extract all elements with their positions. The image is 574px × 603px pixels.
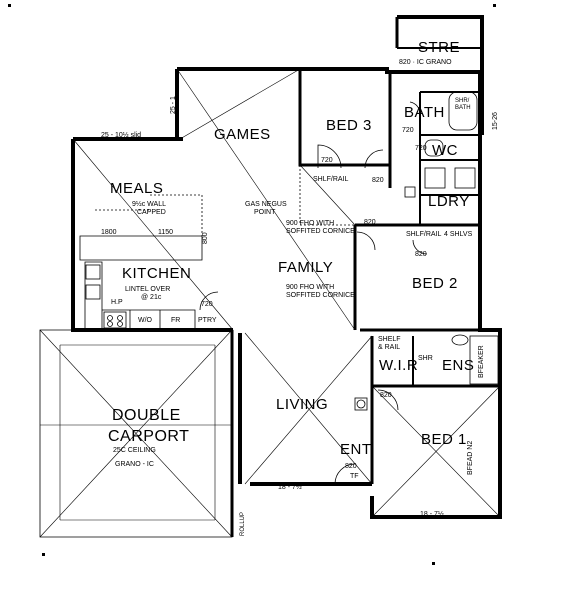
note-shelf-1: SHELF	[378, 336, 401, 343]
note-dim-820-bed2-robe: 820	[415, 251, 427, 258]
note-dim-800: 800	[202, 232, 209, 244]
note-dim-820-bed2-door: 820	[364, 219, 376, 226]
room-label-carport: CARPORT	[108, 428, 189, 445]
interior-walls	[79, 47, 500, 484]
note-games-window: 25 - 1	[170, 96, 177, 114]
note-shelf-2: & RAIL	[378, 344, 400, 351]
note-dim-820-ent: 820	[345, 463, 357, 470]
room-label-kitchen: KITCHEN	[122, 265, 191, 282]
fixtures	[85, 91, 499, 411]
note-dim-820-hall: 820	[372, 177, 384, 184]
room-label-ldry: LDRY	[428, 193, 470, 210]
note-ptry: PTRY	[198, 317, 217, 324]
note-shlf-rail-bed2: SHLF/RAIL	[406, 231, 442, 238]
room-label-stre: STRE	[418, 39, 460, 56]
room-labels: STRE GAMES BED 3 BATH WC LDRY MEALS KITC…	[108, 39, 474, 458]
note-ceiling: 25C CEILING	[113, 447, 156, 454]
note-dim-820-bed1: 820	[380, 392, 392, 399]
note-hp: H.P	[111, 299, 123, 306]
room-label-bath: BATH	[404, 104, 445, 121]
note-soffit2-2: SOFFITED CORNICE	[286, 292, 355, 299]
note-bath-dim: 15-26	[492, 112, 499, 130]
room-label-bed2: BED 2	[412, 275, 458, 292]
note-tf: TF	[350, 473, 359, 480]
note-lintel-1: LINTEL OVER	[125, 286, 170, 293]
annotations: 820 · IC GRANO SHR/BATH 25 - 10½ slid 25…	[101, 59, 499, 536]
note-grano: GRANO - IC	[115, 461, 154, 468]
note-bfeaker-bed1: BFEAD N2	[467, 441, 474, 475]
room-label-meals: MEALS	[110, 180, 163, 197]
room-label-games: GAMES	[214, 126, 271, 143]
note-dim-1800: 1800	[101, 229, 117, 236]
note-bfeaker-ens: BFEAKER	[478, 345, 485, 378]
room-label-family: FAMILY	[278, 259, 333, 276]
note-shr: SHR	[418, 355, 433, 362]
room-label-bed3: BED 3	[326, 117, 372, 134]
room-label-bed1: BED 1	[421, 431, 467, 448]
note-dim-720-bed3: 720	[321, 157, 333, 164]
note-soffit1-1: 900 FHO WITH	[286, 220, 334, 227]
note-meals-window: 25 - 10½ slid	[101, 131, 141, 139]
room-label-wc: WC	[432, 142, 458, 159]
note-gas-2: POINT	[254, 209, 276, 216]
room-label-living: LIVING	[276, 396, 328, 413]
note-gas-1: GAS NEGUS	[245, 201, 287, 208]
carport-outline	[39, 329, 233, 538]
roof-diagonals	[72, 68, 501, 518]
room-label-ens: ENS	[442, 357, 474, 374]
note-wo: W/O	[138, 317, 153, 324]
note-living-window: 18 - 7½	[278, 483, 302, 491]
note-wall-capped-2: CAPPED	[137, 209, 166, 216]
scan-marks	[8, 4, 496, 565]
note-dim-720-wc: 720	[415, 145, 427, 152]
note-shr-bath: SHR/BATH	[455, 98, 471, 111]
note-shlvs: 4 SHLVS	[444, 231, 473, 238]
room-label-ent: ENT	[340, 441, 372, 458]
note-shlf-rail-bed3: SHLF/RAIL	[313, 176, 349, 183]
note-lintel-2: @ 21c	[141, 294, 162, 301]
room-label-wir: W.I.R	[379, 357, 418, 374]
note-soffit2-1: 900 FHO WITH	[286, 284, 334, 291]
door-swings	[199, 101, 428, 485]
note-stre-door: 820 · IC GRANO	[399, 59, 452, 66]
note-dim-720-bath: 720	[402, 127, 414, 134]
note-rollup: ROLLUP	[240, 512, 246, 536]
note-dim-1150: 1150	[158, 229, 173, 236]
note-soffit1-2: SOFFITED CORNICE	[286, 228, 355, 235]
note-dim-720-ptry: 720	[201, 301, 213, 308]
room-label-double: DOUBLE	[112, 407, 181, 424]
note-wall-capped-1: 9½c WALL	[132, 200, 166, 208]
note-bed1-window: 18 - 7½	[420, 510, 444, 518]
note-fr: FR	[171, 317, 180, 324]
